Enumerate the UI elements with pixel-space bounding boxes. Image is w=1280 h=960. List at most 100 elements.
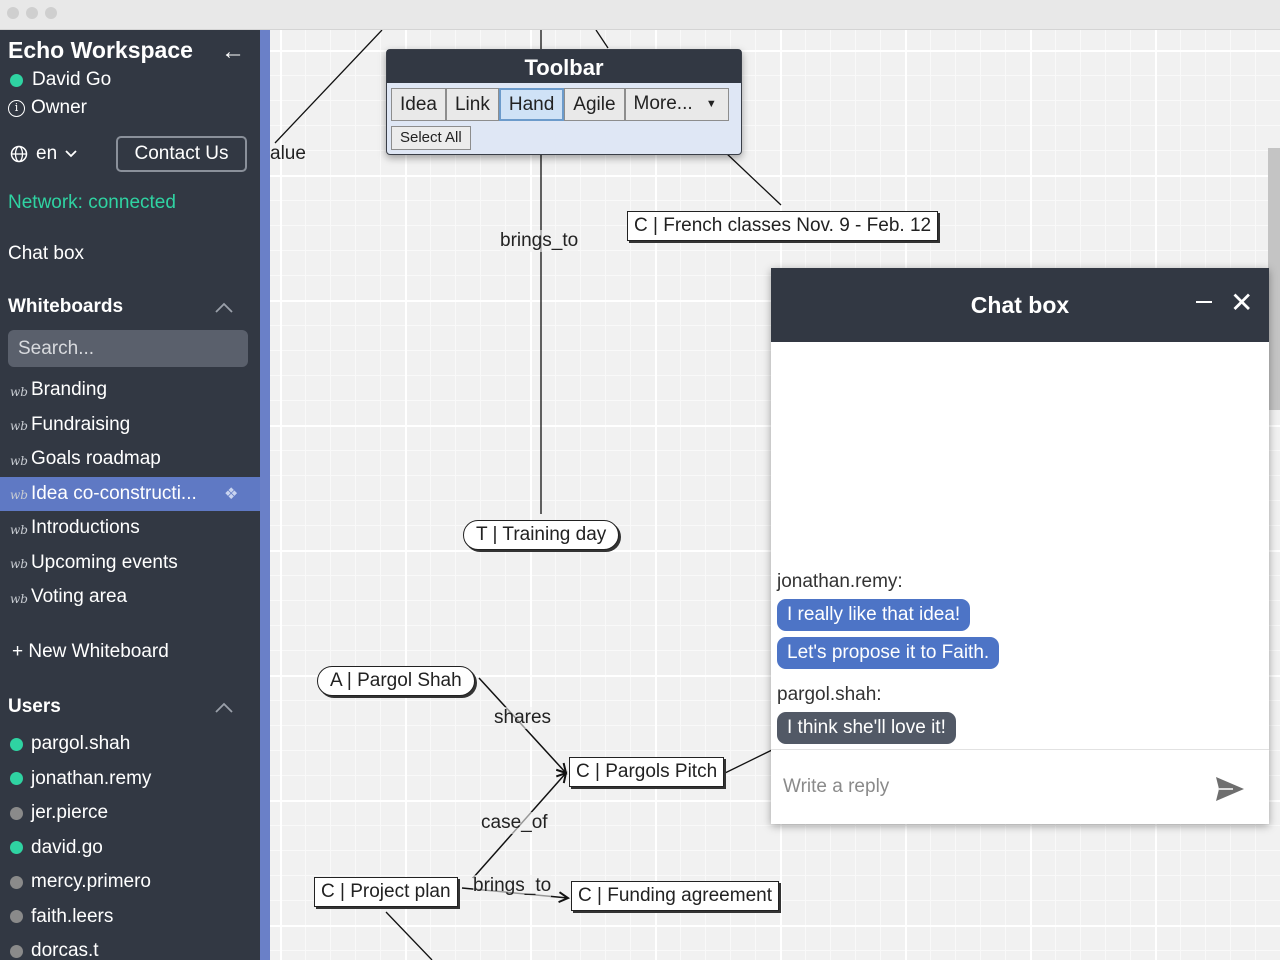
user-name: jonathan.remy bbox=[31, 767, 152, 789]
user-name: jer.pierce bbox=[31, 802, 109, 823]
edge[interactable] bbox=[724, 151, 782, 206]
online-status-icon bbox=[10, 772, 23, 785]
user-name: dorcas.t bbox=[31, 940, 99, 960]
reply-input[interactable] bbox=[783, 770, 1203, 804]
message-author: pargol.shah: bbox=[777, 684, 882, 705]
user-item[interactable]: jer.pierce bbox=[10, 802, 108, 824]
language-selector[interactable]: en bbox=[10, 143, 77, 165]
tool-hand-button[interactable]: Hand bbox=[498, 88, 565, 121]
close-icon[interactable]: ✕ bbox=[1230, 287, 1254, 318]
edge[interactable] bbox=[724, 749, 773, 774]
whiteboard-item-label: Branding bbox=[30, 379, 108, 400]
online-status-icon bbox=[10, 737, 23, 751]
user-name: pargol.shah bbox=[31, 733, 131, 754]
offline-status-icon bbox=[10, 910, 23, 923]
toolbar-title[interactable]: Toolbar bbox=[387, 50, 741, 83]
edge-layer bbox=[274, 30, 782, 960]
tool-idea-button[interactable]: Idea bbox=[391, 88, 446, 121]
tool-link-button[interactable]: Link bbox=[445, 88, 499, 121]
select-all-button[interactable]: Select All bbox=[391, 126, 471, 150]
edge[interactable] bbox=[385, 911, 433, 960]
edge[interactable] bbox=[274, 30, 383, 144]
chevron-up-icon[interactable] bbox=[214, 698, 234, 718]
reply-area bbox=[771, 749, 1269, 824]
offline-status-icon bbox=[10, 875, 23, 889]
node-french-classes[interactable]: C | French classes Nov. 9 - Feb. 12 bbox=[627, 211, 939, 241]
language-label: en bbox=[36, 143, 58, 164]
edge-label-brings-to[interactable]: brings_to bbox=[500, 230, 579, 252]
arrow-left-icon[interactable]: ← bbox=[221, 38, 245, 65]
whiteboards-heading: Whiteboards bbox=[8, 296, 124, 317]
edge-label-case-of[interactable]: case_of bbox=[481, 812, 548, 834]
contact-us-button[interactable]: Contact Us bbox=[116, 136, 247, 172]
offline-status-icon bbox=[10, 944, 23, 958]
sidebar: Echo Workspace ← David Go i Owner en Con… bbox=[0, 30, 260, 960]
canvas-scrollbar[interactable] bbox=[1268, 148, 1280, 410]
whiteboard-tag: wb bbox=[10, 557, 28, 571]
window-maximize-button[interactable] bbox=[45, 7, 57, 19]
tool-more-dropdown[interactable]: More... ▼ bbox=[624, 88, 729, 121]
current-user-name: David Go bbox=[32, 69, 112, 90]
chat-title: Chat box bbox=[970, 292, 1070, 318]
whiteboard-item-label: Fundraising bbox=[30, 413, 131, 435]
node-funding-agreement[interactable]: C | Funding agreement bbox=[571, 881, 779, 911]
chevron-up-icon[interactable] bbox=[214, 298, 234, 318]
user-item[interactable]: pargol.shah bbox=[10, 733, 130, 755]
tool-agile-button[interactable]: Agile bbox=[564, 88, 625, 121]
edge-label-shares[interactable]: shares bbox=[494, 707, 552, 729]
user-item[interactable]: dorcas.t bbox=[10, 940, 99, 960]
send-icon[interactable] bbox=[1215, 776, 1245, 802]
node-partial[interactable]: alue bbox=[270, 143, 306, 164]
whiteboard-item-label: Introductions bbox=[30, 517, 140, 538]
user-item[interactable]: faith.leers bbox=[10, 906, 113, 928]
chevron-down-icon bbox=[65, 150, 77, 158]
whiteboard-search-input[interactable] bbox=[8, 330, 248, 367]
current-user: David Go bbox=[10, 69, 111, 91]
edge-label-brings-to[interactable]: brings_to bbox=[473, 875, 552, 897]
whiteboard-tag: wb bbox=[10, 453, 28, 468]
more-label: More... bbox=[633, 93, 693, 114]
edge[interactable] bbox=[595, 30, 609, 49]
user-name: faith.leers bbox=[31, 905, 114, 927]
chat-box-panel: Chat box ✕ jonathan.remy: I really like … bbox=[771, 268, 1269, 824]
minimize-icon[interactable] bbox=[1196, 301, 1212, 303]
window-minimize-button[interactable] bbox=[26, 7, 38, 19]
user-name: mercy.primero bbox=[31, 871, 151, 892]
sidebar-resize-handle[interactable] bbox=[260, 30, 270, 960]
node-project-plan[interactable]: C | Project plan bbox=[314, 877, 458, 907]
network-status: Network: connected bbox=[8, 192, 176, 213]
user-item[interactable]: jonathan.remy bbox=[10, 768, 151, 790]
online-status-icon bbox=[10, 841, 23, 854]
toolbar-panel: Toolbar Idea Link Hand Agile More... ▼ S… bbox=[386, 49, 742, 155]
toolbar-buttons: Idea Link Hand Agile More... ▼ bbox=[391, 88, 729, 121]
workspace-title: Echo Workspace bbox=[8, 37, 193, 63]
user-name: david.go bbox=[31, 836, 103, 858]
users-heading: Users bbox=[8, 696, 61, 717]
chat-box-link[interactable]: Chat box bbox=[8, 243, 85, 264]
node-pargols-pitch[interactable]: C | Pargols Pitch bbox=[569, 757, 725, 787]
new-whiteboard-button[interactable]: + New Whiteboard bbox=[12, 641, 169, 662]
user-item[interactable]: mercy.primero bbox=[10, 871, 151, 893]
window-close-button[interactable] bbox=[7, 7, 19, 19]
user-item[interactable]: david.go bbox=[10, 837, 103, 859]
message-bubble: I think she'll love it! bbox=[777, 712, 956, 744]
node-training-day[interactable]: T | Training day bbox=[463, 520, 620, 550]
window-titlebar bbox=[0, 0, 1280, 30]
online-status-icon bbox=[10, 73, 23, 87]
node-pargol-shah[interactable]: A | Pargol Shah bbox=[317, 666, 475, 696]
chat-header: Chat box ✕ bbox=[771, 268, 1269, 342]
message-bubble: I really like that idea! bbox=[777, 599, 971, 631]
whiteboard-item-label: Voting area bbox=[30, 586, 128, 607]
caret-down-icon: ▼ bbox=[705, 98, 717, 110]
whiteboard-tag: wb bbox=[10, 488, 28, 502]
globe-icon bbox=[10, 145, 28, 163]
settings-diamond-icon[interactable]: ❖ bbox=[224, 485, 239, 503]
whiteboard-item-label: Goals roadmap bbox=[30, 448, 161, 469]
